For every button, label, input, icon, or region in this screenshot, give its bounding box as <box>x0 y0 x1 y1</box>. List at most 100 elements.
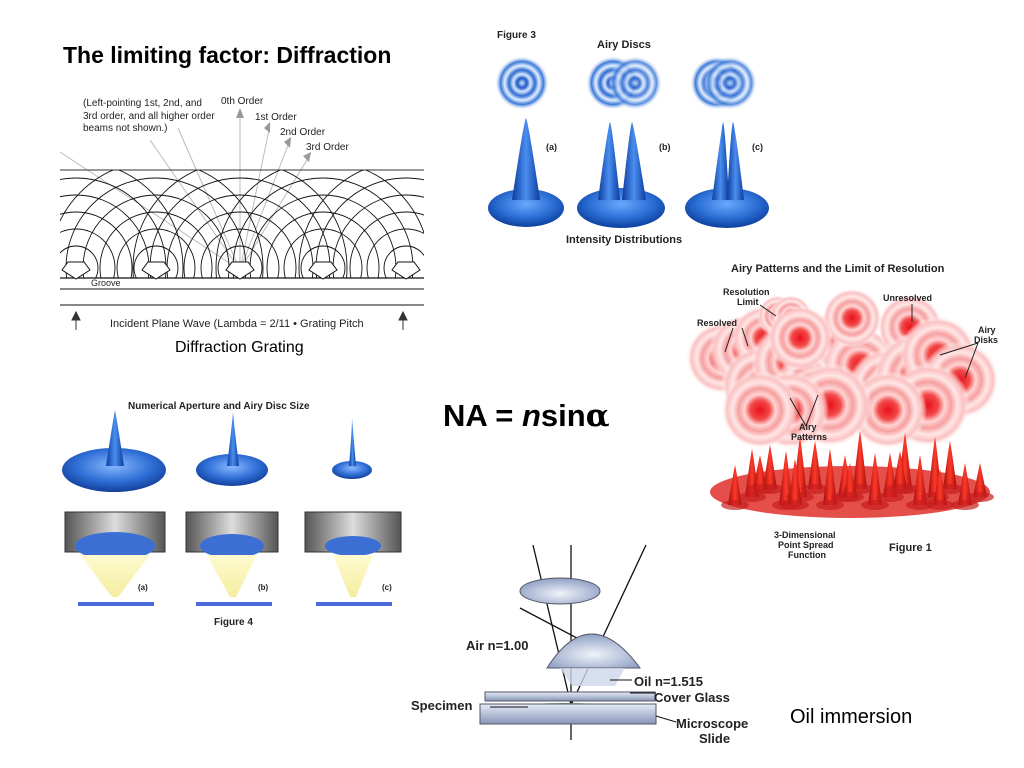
intensity-peak-c1 <box>712 122 729 200</box>
point-spread-peak <box>933 469 947 505</box>
airy-disc-a <box>495 56 549 110</box>
wavefront-arc <box>60 211 133 278</box>
wavefront-arc <box>60 177 167 278</box>
na-formula-prefix: NA = <box>443 398 522 433</box>
airy-pattern-disc <box>788 363 872 447</box>
wavefront-arc <box>60 228 116 278</box>
na-formula: NA = nsinα <box>443 398 610 434</box>
figure3-c-label: (c) <box>752 142 763 152</box>
point-spread-peaks <box>721 431 994 510</box>
point-spread-base <box>772 500 800 510</box>
point-spread-base <box>746 484 774 494</box>
airy-pattern-disc <box>731 305 797 371</box>
point-spread-peak <box>973 463 987 497</box>
air-index-label: Air n=1.00 <box>466 638 529 653</box>
airy-pattern-disc <box>873 333 957 417</box>
wavefront-arc <box>249 194 397 278</box>
wavefront-arc <box>298 170 365 278</box>
upper-lens <box>519 577 601 605</box>
point-spread-peak <box>913 455 927 505</box>
point-spread-peak <box>728 465 742 505</box>
wavefront-arc <box>60 245 99 278</box>
order-0-label: 0th Order <box>221 96 264 107</box>
intensity-peak-c2 <box>727 122 744 200</box>
na-formula-alpha: α <box>585 398 610 434</box>
incident-wave-label: Incident Plane Wave (Lambda = 2/11 • Gra… <box>110 318 364 330</box>
airy-disks-label-1: Airy <box>978 325 996 335</box>
point-spread-base <box>816 500 844 510</box>
page-title: The limiting factor: Diffraction <box>63 42 392 68</box>
point-spread-base <box>801 484 829 494</box>
figure3-a-label: (a) <box>546 142 557 152</box>
specimen-label: Specimen <box>411 698 472 713</box>
slide-label-2: Slide <box>699 731 730 746</box>
airy-disc-b2 <box>608 56 662 110</box>
unresolved-label: Unresolved <box>883 293 932 303</box>
airy-pattern-disc <box>804 309 876 381</box>
wavefront-arc <box>60 194 150 278</box>
psf-label-1: 3-Dimensional <box>774 530 836 540</box>
airy-patterns-label-1: Airy <box>799 422 817 432</box>
point-spread-base <box>936 484 964 494</box>
resolution-limit-label-1: Resolution <box>723 287 770 297</box>
airy-pattern-disc <box>709 314 781 386</box>
airy-pattern-disc <box>877 294 943 360</box>
wavefront-arc <box>217 245 263 278</box>
wavefront-arc <box>383 245 424 278</box>
wavefront-arc <box>149 177 331 278</box>
na-b-label: (b) <box>258 583 269 592</box>
point-spread-base <box>921 492 949 502</box>
specimen <box>523 703 607 711</box>
point-spread-peak <box>753 455 767 489</box>
airy-pattern-disc <box>721 371 799 449</box>
grating-note-line3: beams not shown.) <box>83 123 168 134</box>
wavefront-arc <box>65 177 247 278</box>
wavefront-arc <box>266 211 380 278</box>
wavefront-arc <box>200 228 280 278</box>
point-spread-base <box>781 500 809 510</box>
point-spread-peak <box>868 453 882 505</box>
wavefront-arc <box>283 228 363 278</box>
point-spread-base <box>891 484 919 494</box>
oil-immersion-caption: Oil immersion <box>790 706 913 728</box>
intensity-peak-b1 <box>598 122 620 200</box>
wavefront-arc <box>315 177 424 278</box>
wavefront-arc <box>183 211 297 278</box>
wavefront-arc <box>232 177 414 278</box>
order-2-label: 2nd Order <box>280 127 326 138</box>
point-spread-base <box>861 500 889 510</box>
grating-note-line1: (Left-pointing 1st, 2nd, and <box>83 98 202 109</box>
point-spread-base <box>721 500 749 510</box>
figure3-label: Figure 3 <box>497 30 536 41</box>
intensity-peak-a <box>512 118 540 200</box>
point-spread-peak <box>943 441 957 489</box>
wavefront-arc <box>332 194 424 278</box>
airy-pattern-disc <box>886 363 970 447</box>
airy-pattern-disc <box>849 349 921 421</box>
na-figure-title: Numerical Aperture and Airy Disc Size <box>128 401 310 412</box>
airy-pattern-disc <box>757 295 799 337</box>
airy-pattern-disc <box>751 323 829 401</box>
point-spread-base <box>756 484 784 494</box>
wavefront-arc <box>99 211 213 278</box>
point-spread-peak <box>823 449 837 505</box>
point-spread-peak <box>958 463 972 505</box>
point-spread-base <box>738 492 766 502</box>
resolution-limit-label-2: Limit <box>737 297 759 307</box>
cover-glass-label: Cover Glass <box>654 690 730 705</box>
order-3-label: 3rd Order <box>306 142 349 153</box>
point-spread-peak <box>893 451 907 489</box>
figure1-label: Figure 1 <box>889 542 932 554</box>
point-spread-peak <box>779 451 793 505</box>
point-spread-base <box>951 500 979 510</box>
airy-disc-c2 <box>703 56 757 110</box>
point-spread-peak <box>928 437 942 497</box>
intensity-peak-b2 <box>622 122 646 200</box>
point-spread-base <box>786 492 814 502</box>
point-spread-base <box>906 500 934 510</box>
point-spread-peak <box>788 459 802 505</box>
